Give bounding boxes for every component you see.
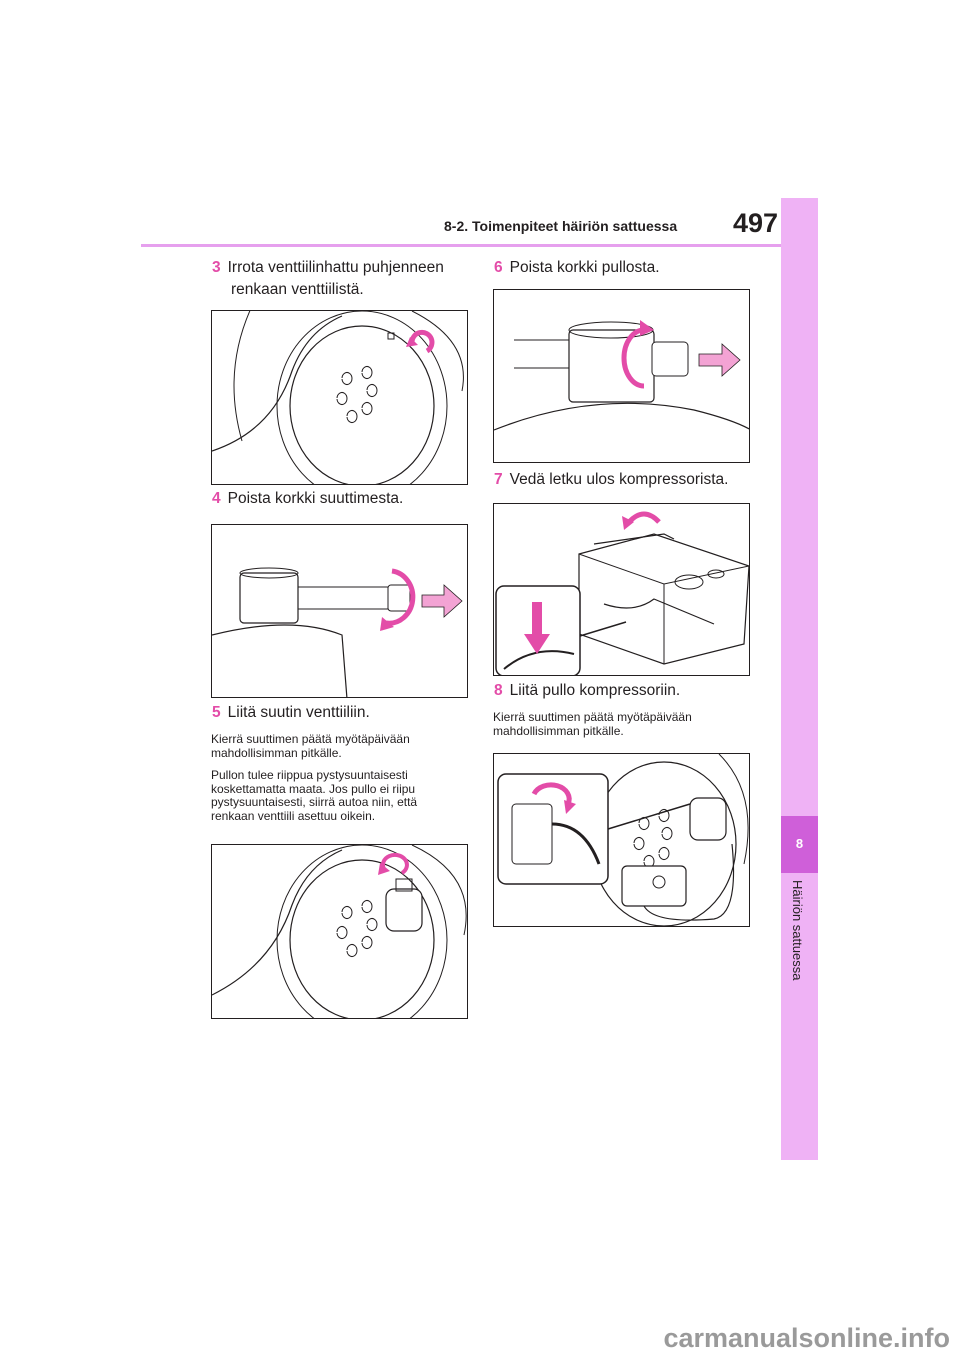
chapter-number-box [781,816,818,873]
step-6: 6 Poista korkki pullosta. [494,257,660,279]
step-text: Liitä pullo kompressoriin. [509,682,681,699]
step-number: 3 [212,259,221,276]
figure-remove-valve-cap [211,310,468,485]
step-5: 5 Liitä suutin venttiiliin. [212,702,370,724]
figure-connect-nozzle [211,844,468,1019]
step-3: 3 Irrota venttiilinhattu puhjenneen [212,257,444,279]
figure-connect-bottle-to-compressor [493,753,750,927]
page-number: 497 [733,208,779,238]
step-number: 6 [494,259,503,276]
step-text: Irrota venttiilinhattu puhjenneen [227,259,444,276]
note-line: pystysuuntaisesti, siirrä autoa niin, et… [211,795,418,809]
header-divider [141,244,781,247]
watermark-text: carmanualsonline.info [663,1323,950,1353]
note-line: Kierrä suuttimen päätä myötäpäivään [211,732,410,746]
step-8-note: Kierrä suuttimen päätä myötäpäivään mahd… [493,710,692,738]
step-7: 7 Vedä letku ulos kompressorista. [494,469,728,491]
figure-pull-out-hose [493,503,750,676]
note-line: mahdollisimman pitkälle. [493,723,624,738]
figure-remove-bottle-cap [493,289,750,463]
step-5-note-1: Kierrä suuttimen päätä myötäpäivään mahd… [211,732,410,760]
step-5-note-2: Pullon tulee riippua pystysuuntaisesti k… [211,768,418,823]
note-line: koskettamatta maata. Jos pullo ei riipu [211,781,416,796]
step-text: Poista korkki suuttimesta. [227,490,404,507]
step-text: Poista korkki pullosta. [509,259,660,276]
step-4: 4 Poista korkki suuttimesta. [212,488,403,510]
step-8: 8 Liitä pullo kompressoriin. [494,680,680,702]
step-3-continued: renkaan venttiilistä. [231,281,364,298]
step-number: 7 [494,471,503,488]
step-text: Liitä suutin venttiiliin. [227,704,370,721]
chapter-number: 8 [795,836,804,851]
chapter-label: Häiriön sattuessa [790,880,805,981]
note-line: Pullon tulee riippua pystysuuntaisesti [211,768,408,782]
figure-remove-nozzle-cap [211,524,468,698]
step-number: 5 [212,704,221,721]
step-number: 4 [212,490,221,507]
step-number: 8 [494,682,503,699]
note-line: Kierrä suuttimen päätä myötäpäivään [493,710,692,724]
step-text: Vedä letku ulos kompressorista. [509,471,729,488]
note-line: mahdollisimman pitkälle. [211,745,342,760]
note-line: renkaan venttiili asettuu oikein. [211,808,376,823]
chapter-side-tab [781,198,818,1160]
section-title: 8-2. Toimenpiteet häiriön sattuessa [444,218,678,234]
